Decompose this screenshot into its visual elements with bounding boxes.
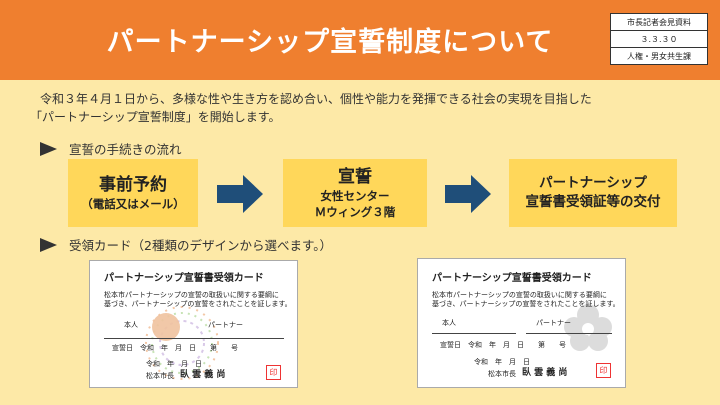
arrow-right-icon (445, 175, 491, 213)
procedure-section-label: 宣誓の手続きの流れ (40, 139, 182, 158)
card-mayor-title: 松本市長 (146, 372, 174, 380)
intro-line-1: 令和３年４月１日から、多様な性や生き方を認め合い、個性や能力を発揮できる社会の実… (40, 92, 592, 106)
official-seal-icon: 印 (596, 363, 611, 378)
card-issue-date: 令和 年 月 日 (474, 358, 530, 366)
official-seal-icon: 印 (266, 365, 281, 380)
step-oath: 宣誓 女性センター Ｍウィング３階 (283, 159, 427, 227)
card-issue-date: 令和 年 月 日 (146, 360, 202, 368)
press-info-date: ３.３.３０ (611, 31, 707, 48)
card-date-row: 宣誓日 令和 年 月 日 第 号 (440, 341, 566, 349)
bullet-triangle-icon (40, 237, 57, 252)
page-title: パートナーシップ宣誓制度について (106, 27, 554, 58)
card-person-line (432, 333, 516, 334)
card-text-line-2: 基づき、パートナーシップの宣誓をされたことを証します。 (432, 300, 620, 308)
card-partner-line (526, 333, 612, 334)
header-bar (0, 0, 720, 80)
card-person-label: 本人 (442, 319, 456, 327)
card-partner-label: パートナー (208, 321, 243, 329)
card-person-label: 本人 (124, 321, 138, 329)
flower-design-icon (145, 306, 219, 380)
step-reservation-title: 事前予約 (99, 175, 167, 195)
card-text-line-1: 松本市パートナーシップの宣誓の取扱いに関する要綱に (104, 291, 279, 299)
step-oath-title: 宣誓 (338, 167, 372, 187)
cards-label-text: 受領カード（2種類のデザインから選べます。） (69, 238, 332, 253)
procedure-label-text: 宣誓の手続きの流れ (69, 142, 182, 157)
step-oath-floor: Ｍウィング３階 (314, 205, 396, 219)
step-oath-place: 女性センター (320, 189, 390, 203)
certificate-card-design-2: パートナーシップ宣誓書受領カード 松本市パートナーシップの宣誓の取扱いに関する要… (417, 258, 626, 388)
card-title: パートナーシップ宣誓書受領カード (432, 273, 592, 284)
flower-silhouette-icon (564, 304, 612, 351)
card-text-line-1: 松本市パートナーシップの宣誓の取扱いに関する要綱に (432, 291, 607, 299)
card-mayor-name: 臥 雲 義 尚 (522, 368, 568, 378)
card-title: パートナーシップ宣誓書受領カード (104, 273, 264, 284)
press-info-department: 人権・男女共生課 (627, 52, 691, 61)
press-info-label: 市長記者会見資料 (611, 14, 707, 31)
press-info-box: 市長記者会見資料 ３.３.３０ 人権・男女共生課 (610, 13, 708, 65)
arrow-right-icon (217, 175, 263, 213)
card-date-row: 宣誓日 令和 年 月 日 第 号 (112, 344, 238, 352)
card-text-line-2: 基づき、パートナーシップの宣誓をされたことを証します。 (104, 300, 292, 308)
step-reservation: 事前予約 （電話又はメール） (68, 159, 198, 227)
step-certificate-line-2: 宣誓書受領証等の交付 (525, 194, 661, 210)
bullet-triangle-icon (40, 141, 57, 156)
cards-section-label: 受領カード（2種類のデザインから選べます。） (40, 235, 332, 254)
step-reservation-note: （電話又はメール） (81, 197, 185, 211)
card-mayor-name: 臥 雲 義 尚 (180, 370, 226, 380)
step-certificate-line-1: パートナーシップ (539, 175, 647, 191)
intro-line-2: 「パートナーシップ宣誓制度」を開始します。 (30, 110, 281, 124)
card-mayor-title: 松本市長 (488, 370, 516, 378)
certificate-card-design-1: パートナーシップ宣誓書受領カード 松本市パートナーシップの宣誓の取扱いに関する要… (89, 260, 298, 388)
step-certificate: パートナーシップ 宣誓書受領証等の交付 (509, 159, 677, 227)
intro-text: 令和３年４月１日から、多様な性や生き方を認め合い、個性や能力を発揮できる社会の実… (30, 90, 700, 126)
card-partner-label: パートナー (536, 319, 571, 327)
card-name-line (104, 338, 284, 339)
